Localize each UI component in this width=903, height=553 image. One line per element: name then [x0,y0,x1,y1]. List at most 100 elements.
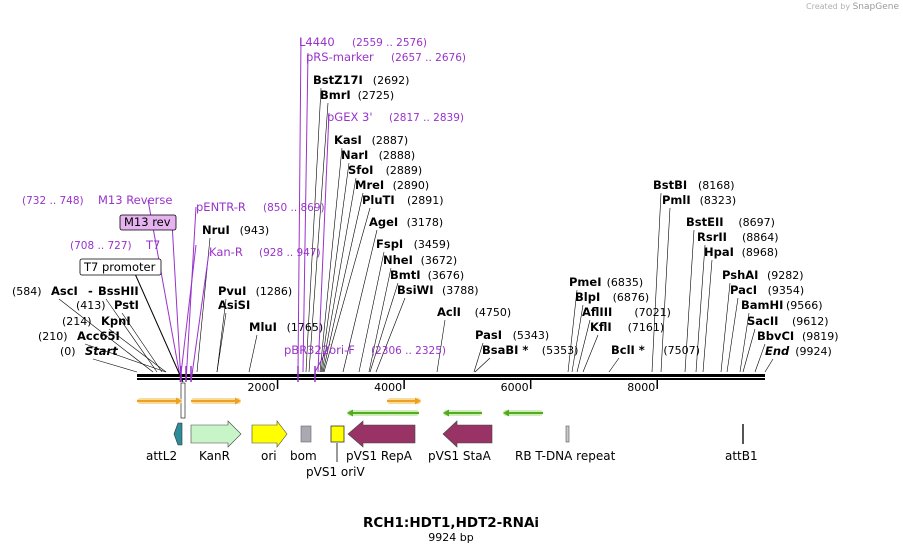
enzyme-position: (9566) [786,299,823,312]
enzyme-site-line [321,177,357,373]
primer-line [185,206,197,383]
enzyme-site-line [720,282,731,373]
enzyme-site-line [582,334,599,373]
enzyme-start: Start [85,344,118,358]
primer-line [171,221,182,383]
enzyme-asci: AscI [51,284,78,298]
ruler-tick-label: 6000 [501,381,529,394]
enzyme-asisi: AsiSI [218,298,250,312]
primer-range: (928 .. 947) [259,247,321,259]
enzyme-position: (584) [12,285,42,298]
primer-range: (708 .. 727) [70,240,132,252]
snapgene-credit: Created by SnapGene [806,2,899,12]
enzyme-position: (2692) [373,74,410,87]
enzyme-site-line [308,102,329,373]
enzyme-site-line [473,342,484,373]
primer-box [119,214,177,231]
enzyme-bsshii: BssHII [98,284,139,298]
orf-arrowhead [503,409,509,417]
enzyme-position: (4750) [475,306,512,319]
enzyme-site-line [358,251,385,373]
enzyme-hpai: HpaI [704,245,734,259]
enzyme-site-line [369,282,399,373]
enzyme-position: (413) [76,299,106,312]
orf-arrowhead [176,397,182,405]
enzyme-position: (0) [60,345,76,358]
enzyme-position: (2887) [372,134,409,147]
enzyme-nari: NarI [341,148,368,162]
primer-line [131,266,184,383]
enzyme-separator: - [88,284,93,298]
enzyme-agei: AgeI [369,215,398,229]
enzyme-sacii: SacII [747,314,778,328]
enzyme-site-line [322,192,364,373]
enzyme-bstbi: BstBI [653,178,687,192]
enzyme-position: (5353) [542,344,579,357]
enzyme-position: (3459) [414,238,451,251]
primer-line [314,343,331,373]
primer-range: (850 .. 869) [263,202,325,214]
feature-label-kanr: KanR [199,449,230,463]
enzyme-site-line [305,87,322,373]
enzyme-site-line [320,162,350,373]
enzyme-pshai: PshAI [722,268,758,282]
enzyme-site-line [702,259,713,373]
enzyme-position: (7161) [628,321,665,334]
enzyme-paci: PacI [730,283,757,297]
enzyme-site-line [651,192,662,373]
feature-label-bom: bom [290,449,317,463]
enzyme-position: (2891) [407,194,444,207]
enzyme-site-line [323,207,371,373]
enzyme-pmei: PmeI [569,275,602,289]
enzyme-site-line [375,297,406,373]
enzyme-position: (7021) [634,306,671,319]
feature-label-attb1: attB1 [725,449,758,463]
primer-line [297,37,302,373]
enzyme-rsrii: RsrII [697,230,727,244]
enzyme-pluti: PluTI [362,193,395,207]
enzyme-kpni: KpnI [101,314,131,328]
enzyme-position: (2890) [393,179,430,192]
enzyme-mlui: MluI [249,320,277,334]
enzyme-position: (8864) [742,231,779,244]
orf-arrowhead [347,409,353,417]
feature-kanr-shape [190,420,242,448]
primer-m13-rev: M13 rev [124,215,171,229]
primer-range: (2306 .. 2325) [371,345,446,357]
enzyme-position: (5343) [513,329,550,342]
enzyme-bamhi: BamHI [741,298,783,312]
enzyme-site-line [567,289,578,373]
enzyme-position: (943) [240,224,270,237]
orf-arrowhead [415,397,421,405]
enzyme-site-line [695,244,706,373]
enzyme-site-line [742,328,756,373]
enzyme-pasi: PasI [475,328,502,342]
ruler-tick-label: 2000 [248,381,276,394]
enzyme-site-line [121,312,163,373]
enzyme-site-line [105,298,158,373]
feature-label-attl2: attL2 [146,449,177,463]
primer-l4440: L4440 [299,35,335,49]
enzyme-site-line [58,298,154,373]
enzyme-position: (9282) [767,269,804,282]
primer-line [190,251,210,383]
enzyme-position: (3676) [428,269,465,282]
enzyme-bstz17i: BstZ17I [313,73,363,87]
enzyme-site-line [436,319,446,373]
enzyme-position: (9612) [792,315,829,328]
enzyme-mrei: MreI [355,178,384,192]
primer-pbr322orif: pBR322ori-F [284,343,355,357]
feature-label-pvs1repa: pVS1 RepA [346,449,413,463]
primer-range: (2657 .. 2676) [391,52,466,64]
feature-t7-promoter: T7 promoter [83,260,156,274]
enzyme-acli: AclI [437,305,461,319]
primer-m13reverse: M13 Reverse [98,193,172,207]
enzyme-site-line [319,147,343,373]
enzyme-site-line [92,358,138,373]
primer-pgex3: pGEX 3' [327,110,373,124]
enzyme-position: (3672) [421,254,458,267]
enzyme-position: (2888) [379,149,416,162]
feature-pvs1-oriv-shape [330,425,345,443]
enzyme-position: (9354) [768,284,805,297]
enzyme-position: (9924) [795,345,832,358]
